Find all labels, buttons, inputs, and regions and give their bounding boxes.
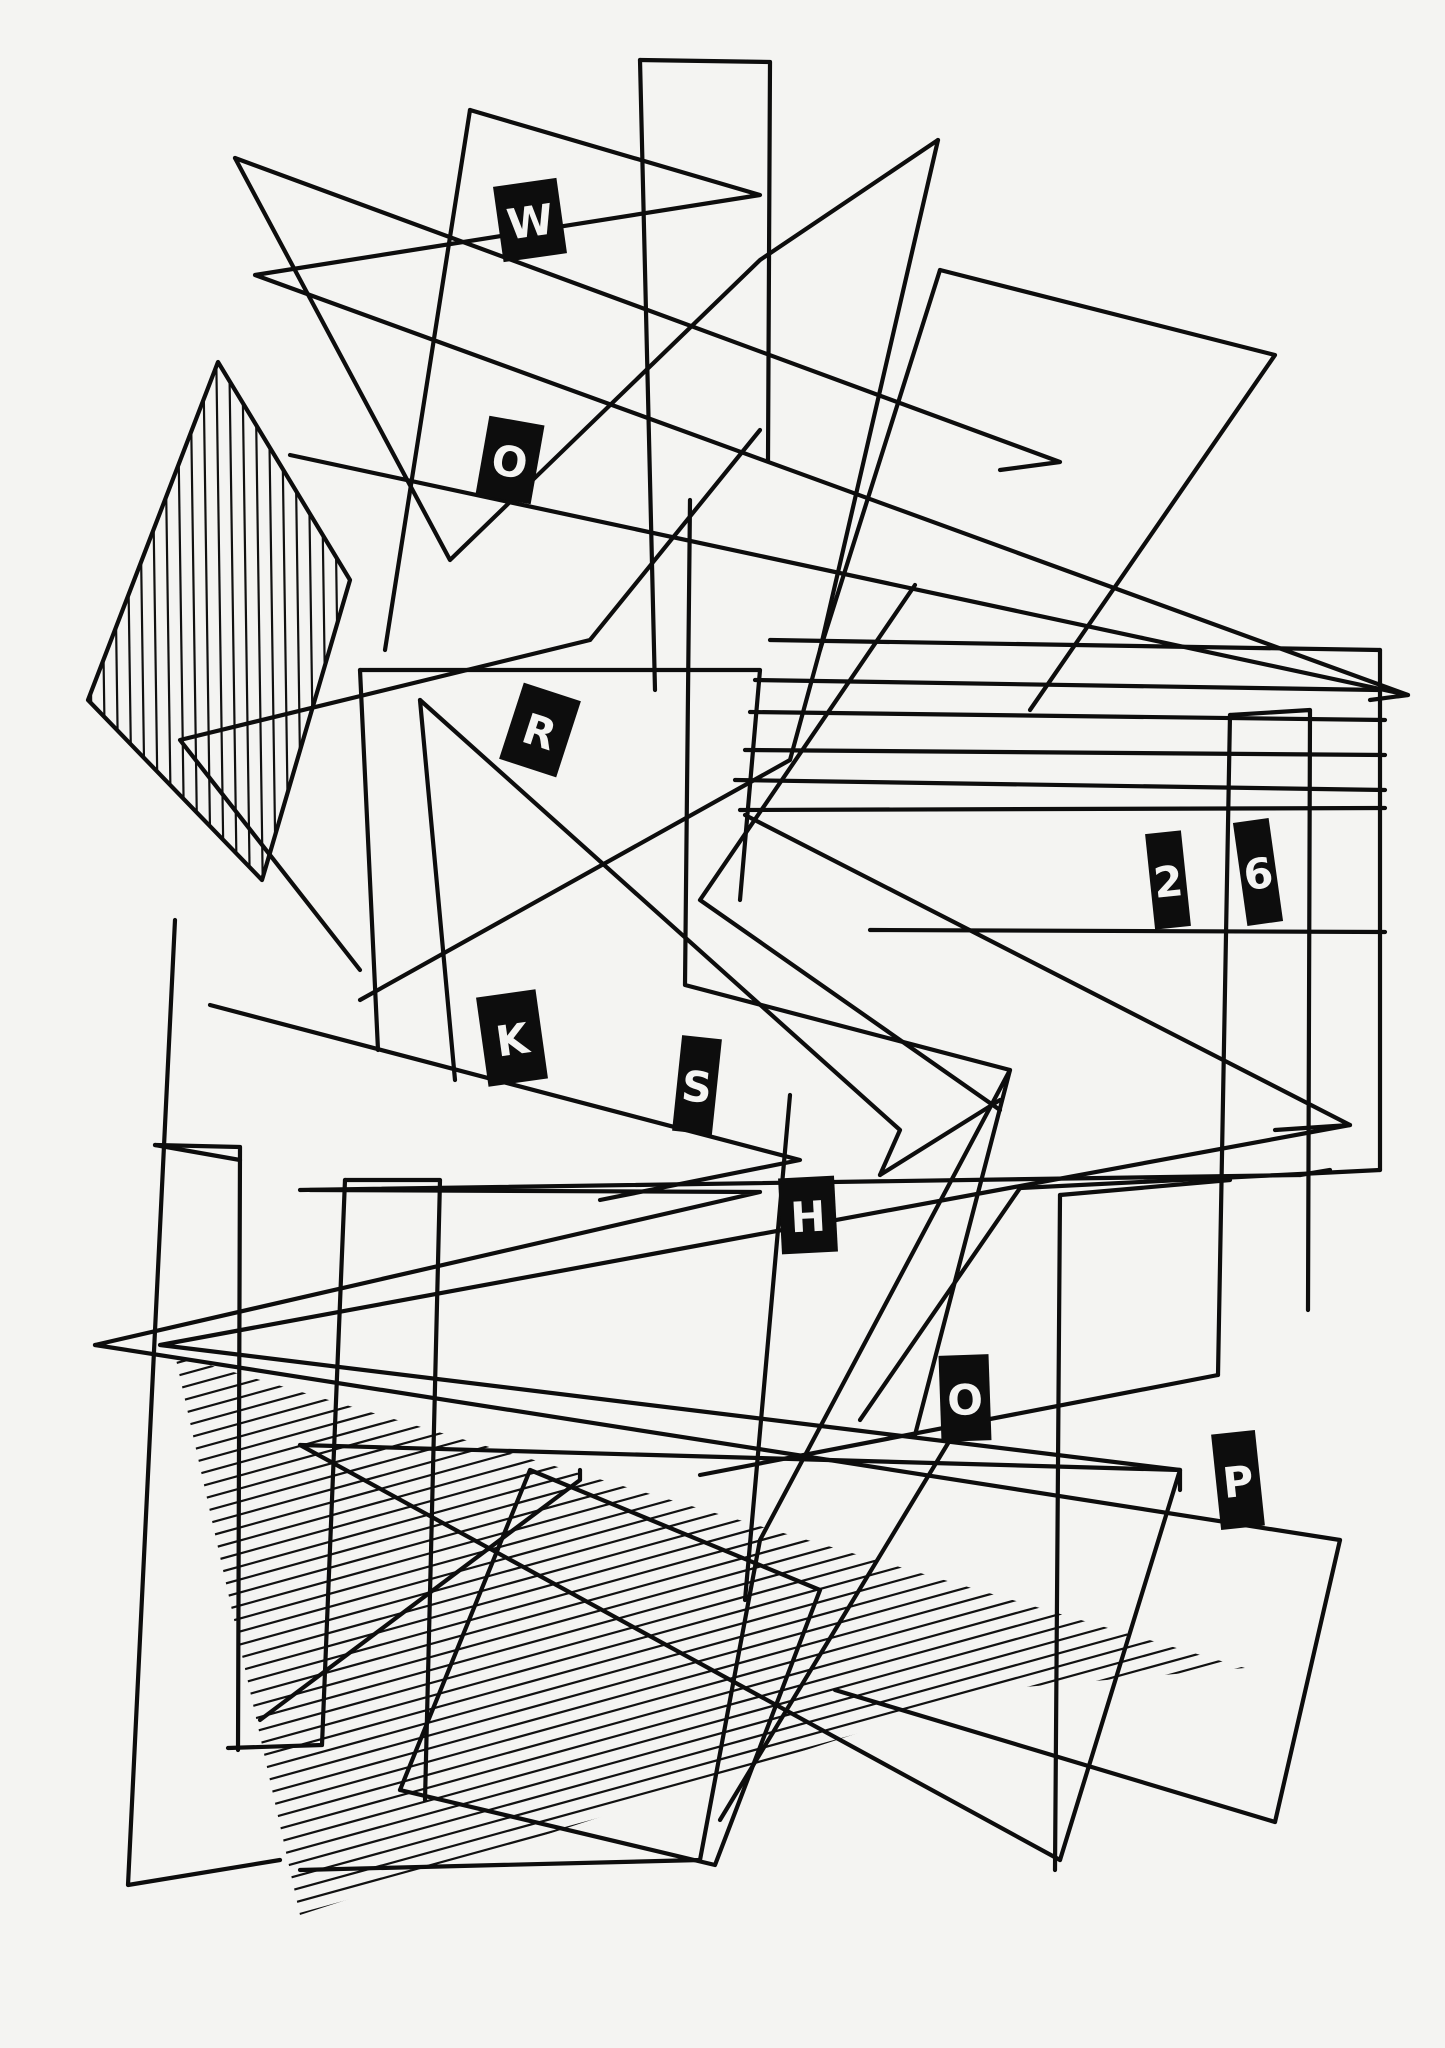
letter-k-tile: K <box>476 989 548 1087</box>
hatch-line <box>175 1355 1245 1685</box>
line-structure <box>92 57 1411 1888</box>
hatch-line <box>73 340 81 900</box>
hatch-line <box>175 1611 1245 1915</box>
hatch-line <box>292 362 304 880</box>
hatch-line <box>175 1481 1245 1815</box>
letter-s: S <box>679 1061 714 1113</box>
letter-p: P <box>1220 1456 1256 1508</box>
hatch-line <box>123 362 135 880</box>
hatch-line <box>175 1468 1245 1802</box>
letter-o-tile-1: O <box>475 415 545 505</box>
hatch-line <box>162 362 174 880</box>
hatch-line <box>100 872 1300 1202</box>
hatch-line <box>175 1355 1245 1620</box>
hatch-line <box>175 1559 1245 1893</box>
letter-o-tile-2: O <box>938 1354 992 1442</box>
letter-s-tile: S <box>672 1035 722 1135</box>
hatch-line <box>175 1355 1245 1633</box>
digit-6: 6 <box>1240 848 1276 901</box>
hatch-line <box>136 362 148 880</box>
number-6-tile: 6 <box>1232 818 1284 926</box>
hatch-line <box>305 362 317 880</box>
hatch-line <box>175 1355 1245 1451</box>
letter-r-tile: R <box>499 682 581 778</box>
hatch-line <box>175 1355 1245 1477</box>
hatch-line <box>318 362 330 880</box>
hatch-line <box>60 340 68 900</box>
hatch-line <box>175 1585 1245 1915</box>
hatch-line <box>253 362 265 880</box>
hatch-line <box>175 362 187 880</box>
hatch-line <box>240 362 252 880</box>
hatch-line <box>175 1546 1245 1880</box>
hatch-line <box>227 362 239 880</box>
letter-p-tile: P <box>1211 1429 1265 1531</box>
hatch-line <box>175 1355 1245 1646</box>
digit-2: 2 <box>1151 856 1185 908</box>
hatch-line <box>175 1355 1245 1438</box>
hatch-line <box>175 1355 1245 1503</box>
hatch-line <box>175 1442 1245 1776</box>
letter-h: H <box>789 1192 827 1243</box>
hatched-quad-bottom <box>100 872 1300 1915</box>
hatch-line <box>175 1650 1245 1915</box>
hatch-line <box>175 1355 1245 1490</box>
hatch-line <box>97 362 109 880</box>
hatch-line <box>175 1637 1245 1915</box>
hatch-line <box>201 362 213 880</box>
hatch-line <box>214 362 226 880</box>
letter-o-2: O <box>946 1375 983 1425</box>
hatch-line <box>175 1533 1245 1867</box>
hatch-line <box>175 1429 1245 1763</box>
hatch-line <box>344 362 350 880</box>
hatch-line <box>175 1355 1245 1464</box>
hatched-quad-left <box>60 340 353 900</box>
hatch-line <box>88 362 96 880</box>
hatch-line <box>175 1364 1245 1698</box>
hatch-line <box>175 1572 1245 1906</box>
hatch-line <box>175 1598 1245 1915</box>
hatch-line <box>149 362 161 880</box>
number-2-tile: 2 <box>1145 830 1191 930</box>
hatch-line <box>175 1355 1245 1568</box>
hatch-line <box>175 1624 1245 1915</box>
hatch-line <box>175 1663 1245 1915</box>
hatch-line <box>266 362 278 880</box>
letter-w-tile: W <box>493 177 567 263</box>
hatch-line <box>175 1355 1245 1581</box>
letter-o-1: O <box>488 435 532 489</box>
letter-w: W <box>504 194 557 249</box>
hatch-line <box>175 1355 1245 1659</box>
hatch-line <box>175 1507 1245 1841</box>
hatch-line <box>175 1520 1245 1854</box>
hatch-line <box>175 1355 1245 1516</box>
letter-h-tile: H <box>778 1175 838 1255</box>
